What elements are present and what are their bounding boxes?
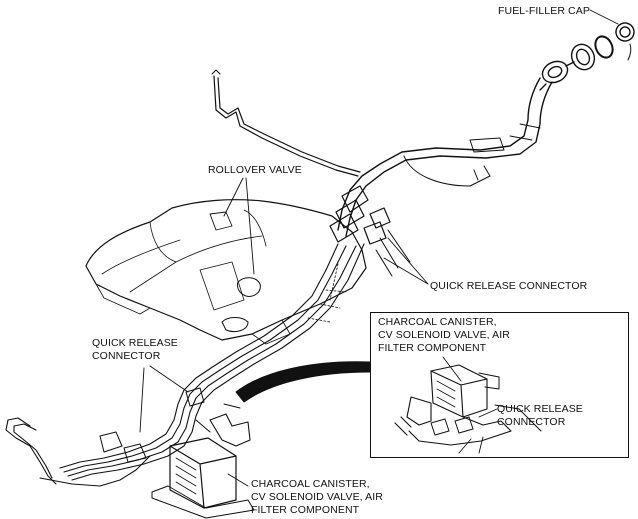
label-quick-release-connector-left-2: CONNECTOR (92, 350, 161, 362)
inset-canister-detail (370, 312, 629, 458)
filler-cap-assembly (539, 9, 635, 91)
label-rollover-valve: ROLLOVER VALVE (208, 164, 302, 176)
inset-drawing (394, 356, 542, 454)
label-inset-canister-2: CV SOLENOID VALVE, AIR (378, 329, 510, 341)
connector-cluster (329, 185, 411, 277)
qrc-right-leaders (383, 237, 429, 285)
label-quick-release-connector-left-1: QUICK RELEASE (92, 337, 178, 349)
charcoal-canister-lower (151, 403, 255, 519)
label-quick-release-connector-right: QUICK RELEASE CONNECTOR (430, 280, 588, 292)
inset-pointer (235, 361, 371, 403)
label-inset-canister-1: CHARCOAL CANISTER, (378, 316, 497, 328)
qrc-left-leaders (139, 365, 189, 433)
rollover-valve-leaders (223, 177, 255, 275)
label-inset-connector-1: QUICK RELEASE (497, 403, 583, 415)
label-inset-connector-2: CONNECTOR (497, 416, 566, 428)
label-bottom-canister-1: CHARCOAL CANISTER, (251, 478, 370, 490)
filler-pipe (337, 77, 553, 237)
fuel-lines (5, 243, 365, 487)
label-bottom-canister-3: FILTER COMPONENT (251, 504, 360, 516)
label-bottom-canister-2: CV SOLENOID VALVE, AIR (251, 491, 383, 503)
vent-pipe (211, 69, 361, 177)
fuel-tank (85, 199, 367, 345)
label-inset-canister-3: FILTER COMPONENT (378, 342, 487, 354)
label-fuel-filler-cap: FUEL-FILLER CAP (498, 5, 590, 17)
